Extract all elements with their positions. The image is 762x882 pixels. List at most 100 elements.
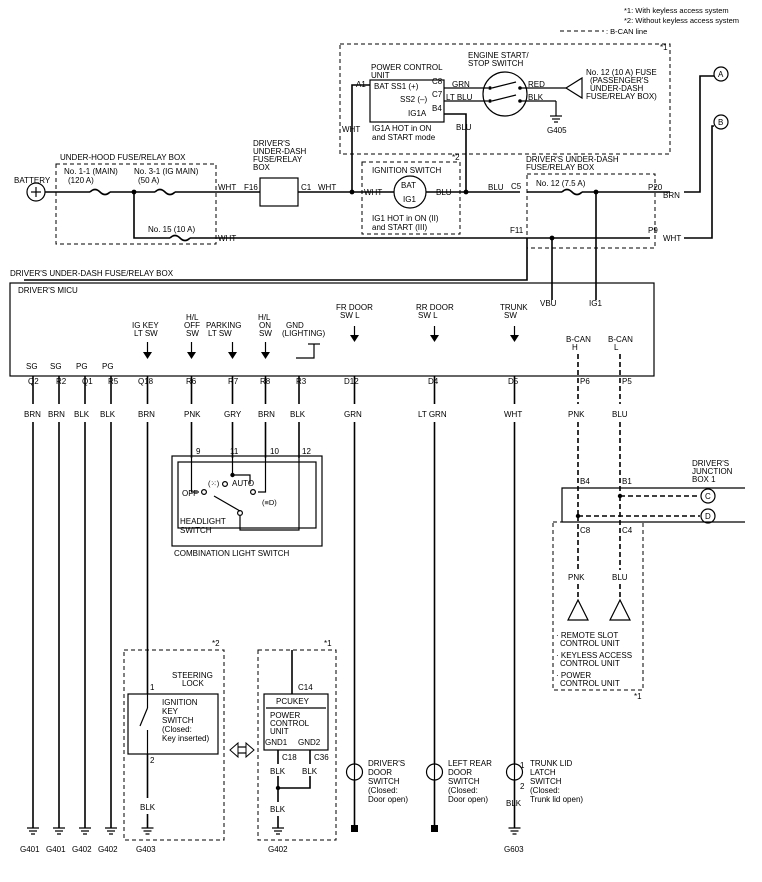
color-p5: BLU [612, 410, 628, 419]
on-contact-wire [258, 458, 267, 493]
ignition-marker: *2 [452, 153, 460, 162]
blk-label: BLK [528, 93, 544, 102]
steering-marker: *2 [212, 639, 220, 648]
micu-dud-label: DRIVER'S UNDER-DASH FUSE/RELAY BOX [10, 269, 174, 278]
junction-blu-label: BLU [612, 573, 628, 582]
pcukey-marker: *1 [324, 639, 332, 648]
input-sg-2: SG [50, 362, 62, 371]
headlight-switch-label-1: HEADLIGHT [180, 517, 226, 526]
connector-triangle [609, 598, 631, 621]
fuse12-label-2: (PASSENGER'S [590, 76, 649, 85]
dr-switch-4: (Closed: [368, 786, 398, 795]
ignition-bat-label: BAT [401, 181, 416, 190]
pin-d4: D4 [428, 377, 439, 386]
steering-lock-border [123, 649, 225, 841]
key-switch-1: IGNITION [162, 698, 198, 707]
pin-p9: P9 [648, 226, 658, 235]
junction-title-2: JUNCTION [692, 467, 733, 476]
fuse15-label: No. 15 (10 A) [148, 225, 195, 234]
lr-switch-1: LEFT REAR [448, 759, 492, 768]
color-r7: GRY [224, 410, 242, 419]
keyless-section-border [339, 43, 671, 155]
pcukey-ground-label: G402 [268, 845, 288, 854]
brn-wire-to-a [684, 75, 714, 193]
junction-pin-c8: C8 [580, 526, 591, 535]
connector-d-label: D [705, 512, 711, 521]
red-label: RED [528, 80, 545, 89]
park-position-icon: (⁙) [208, 479, 220, 488]
blu-label: BLU [488, 183, 504, 192]
pin-p6: P6 [580, 377, 590, 386]
input-rrdoor-2: SW L [418, 311, 438, 320]
fuse15-feed [133, 192, 170, 239]
bat-ss1-label: BAT SS1 (+) [374, 82, 419, 91]
steering-ground-label: G403 [136, 845, 156, 854]
headlight-switch-label-2: SWITCH [180, 526, 212, 535]
vbu-label: VBU [540, 299, 557, 308]
color-q18: BRN [138, 410, 155, 419]
junction-title-3: BOX 1 [692, 475, 716, 484]
dud2-label-2: FUSE/RELAY BOX [526, 163, 595, 172]
splice [230, 472, 235, 478]
main3-label-2: (50 A) [138, 176, 160, 185]
gnd-contact-wire [239, 458, 300, 531]
pcu-unit-1: · POWER [556, 671, 591, 680]
steering-blk-label: BLK [140, 803, 156, 812]
key-switch-2: KEY [162, 707, 179, 716]
remote-slot-1: · REMOTE SLOT [556, 631, 618, 640]
pin-b4: B4 [432, 104, 442, 113]
fuse12 [561, 188, 583, 196]
pin-r7: R7 [228, 377, 239, 386]
ground-symbol [79, 827, 91, 835]
input-bcanh-2: H [572, 343, 578, 352]
ignition-section-border [361, 161, 461, 235]
steering-title-1: STEERING [172, 671, 213, 680]
pcukey-gnd2: GND2 [298, 738, 321, 747]
pcukey-blk-2: BLK [302, 767, 318, 776]
pin-p5: P5 [622, 377, 632, 386]
dud-label-3: FUSE/RELAY [253, 155, 303, 164]
color-p6: PNK [568, 410, 585, 419]
tr-switch-1: TRUNK LID [530, 759, 572, 768]
tr-switch-2: LATCH [530, 768, 556, 777]
pcukey-border [257, 649, 337, 841]
pin-q18: Q18 [138, 377, 154, 386]
door-switches: DRIVER'S DOOR SWITCH (Closed: Door open)… [345, 376, 583, 854]
input-hloff-1: H/L [186, 313, 199, 322]
engine-start-switch [482, 71, 528, 117]
brn-label: BRN [663, 191, 680, 200]
ground-g603: G603 [504, 845, 524, 854]
connector-triangle [567, 598, 589, 621]
input-frdoor-2: SW L [340, 311, 360, 320]
combo-pin-10: 10 [270, 447, 279, 456]
ground-symbol [27, 827, 39, 835]
color-q2: BRN [24, 410, 41, 419]
wht-label-4: WHT [663, 234, 681, 243]
trunk-pin-2: 2 [520, 782, 525, 791]
dud-label-1: DRIVER'S [253, 139, 290, 148]
alternative-arrow [229, 741, 255, 759]
pcu-blu-wire [444, 113, 467, 190]
fuse12-label-4: FUSE/RELAY BOX) [586, 92, 657, 101]
key-switch-4: (Closed: [162, 725, 192, 734]
pcukey-title: PCUKEY [276, 697, 310, 706]
pin-p20: P20 [648, 183, 663, 192]
tr-switch-4: (Closed: [530, 786, 560, 795]
switch-blade [491, 81, 517, 89]
ig1a-note-1: IG1A HOT in ON [372, 124, 432, 133]
fuse-main1 [89, 188, 111, 196]
main1-label-1: No. 1-1 (MAIN) [64, 167, 118, 176]
combo-off-label: OFF [182, 489, 198, 498]
ignition-note-1: IG1 HOT in ON (II) [372, 214, 439, 223]
dud-label-4: BOX [253, 163, 271, 172]
pcu-wht-wire [351, 84, 370, 190]
input-hlon-3: SW [259, 329, 272, 338]
trunk-pin-1: 1 [520, 761, 525, 770]
fuse-connector-triangle [564, 76, 583, 100]
lt-blu-label: LT BLU [446, 93, 473, 102]
keyless-units-border [552, 521, 644, 691]
contact-park [222, 481, 229, 488]
body-ground [351, 825, 358, 832]
pcukey-blk-1: BLK [270, 767, 286, 776]
